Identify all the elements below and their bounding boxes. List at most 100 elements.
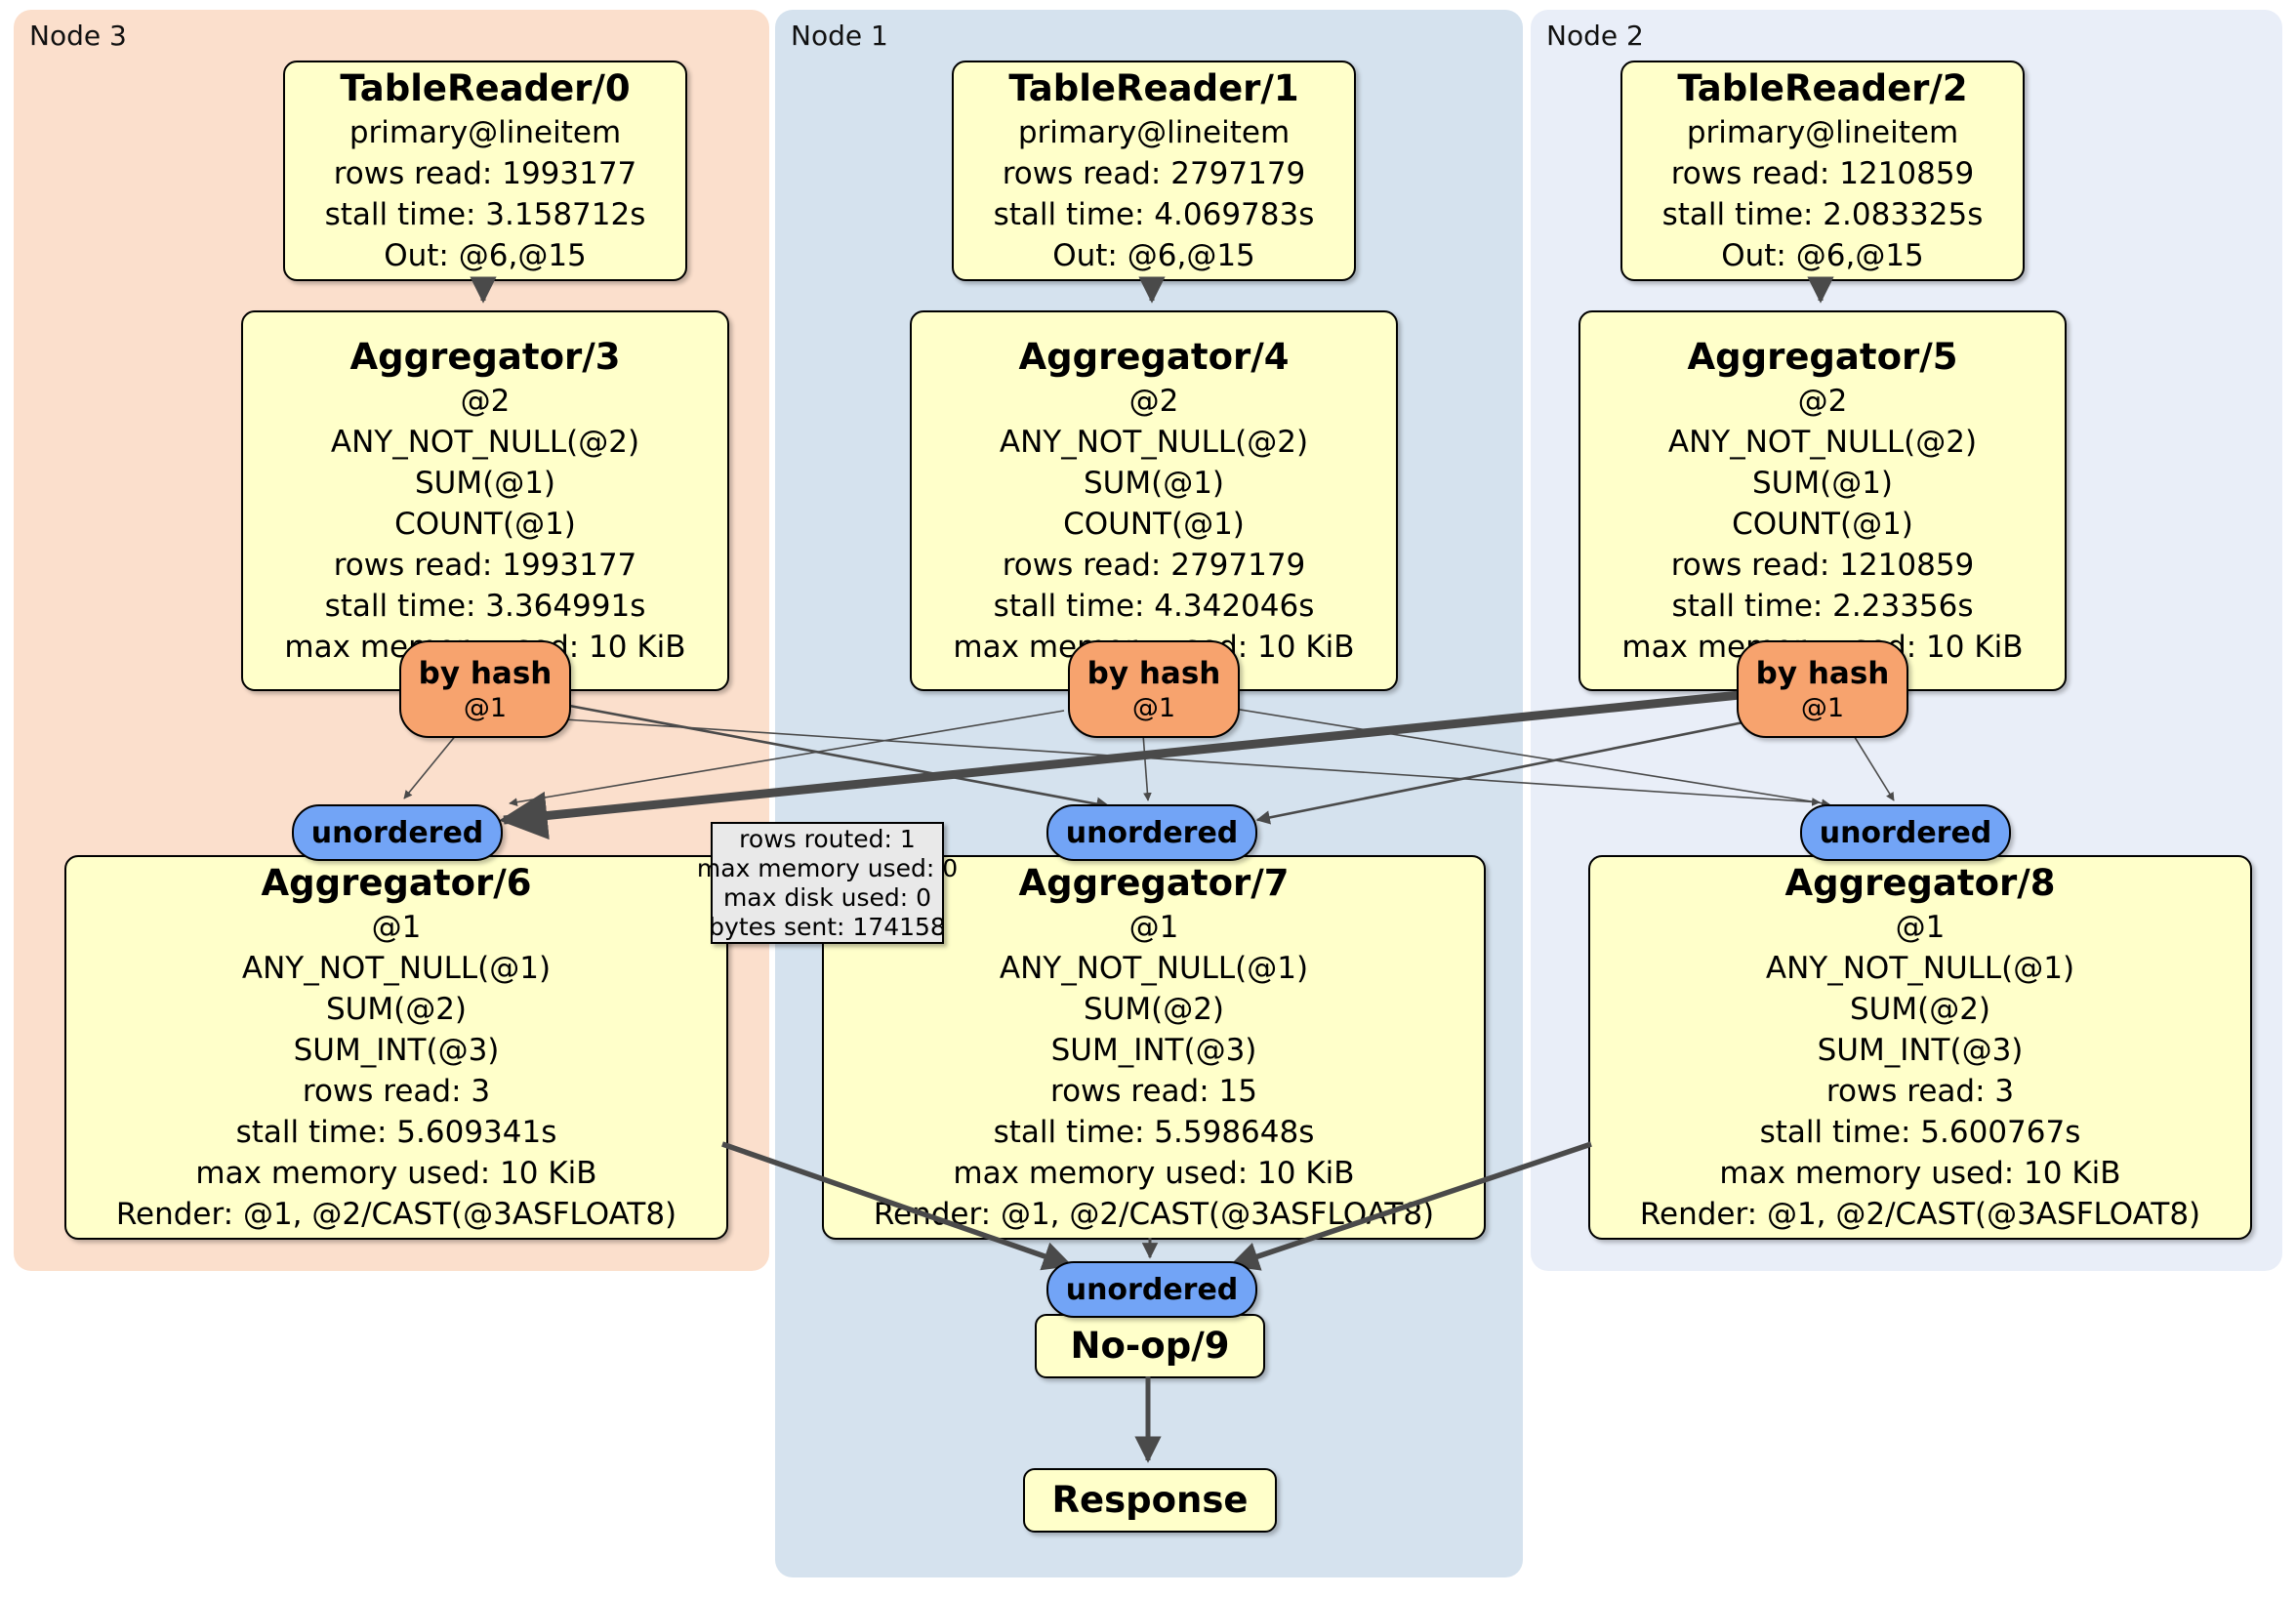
operator-detail: SUM(@2)	[1083, 992, 1225, 1027]
operator-detail: rows read: 1993177	[333, 548, 637, 583]
operator-detail: rows read: 3	[1825, 1074, 2015, 1109]
sync-unordered-node3[interactable]: unordered	[292, 804, 503, 861]
operator-detail: Out: @6,@15	[384, 238, 587, 273]
operator-detail: rows read: 2797179	[1002, 548, 1306, 583]
router-by-hash-node2[interactable]: by hash @1	[1737, 640, 1908, 738]
operator-detail: SUM(@2)	[325, 992, 468, 1027]
router-by-hash-node3[interactable]: by hash @1	[399, 640, 571, 738]
sync-label: unordered	[310, 815, 484, 850]
operator-detail: SUM_INT(@3)	[1050, 1033, 1257, 1068]
operator-title: Aggregator/7	[1018, 862, 1290, 904]
sync-label: unordered	[1065, 1272, 1239, 1307]
tooltip-line: rows routed: 1	[739, 824, 916, 853]
operator-response[interactable]: Response	[1023, 1468, 1277, 1533]
region-label: Node 3	[29, 20, 127, 52]
router-label: by hash	[1086, 656, 1221, 691]
router-detail: @1	[1800, 693, 1845, 723]
operator-detail: rows read: 3	[302, 1074, 491, 1109]
tooltip-line: bytes sent: 174158	[709, 912, 946, 941]
operator-detail: Render: @1, @2/CAST(@3ASFLOAT8)	[1639, 1197, 2201, 1232]
operator-detail: @1	[371, 910, 422, 945]
operator-detail: @1	[1128, 910, 1179, 945]
operator-detail: ANY_NOT_NULL(@1)	[999, 951, 1309, 986]
operator-title: Aggregator/5	[1687, 336, 1958, 378]
operator-detail: @1	[1895, 910, 1946, 945]
sync-unordered-node1[interactable]: unordered	[1046, 804, 1257, 861]
operator-title: TableReader/0	[340, 67, 631, 109]
sync-unordered-final[interactable]: unordered	[1046, 1261, 1257, 1318]
operator-detail: max memory used: 10 KiB	[1719, 1156, 2121, 1191]
operator-detail: Render: @1, @2/CAST(@3ASFLOAT8)	[115, 1197, 677, 1232]
operator-detail: SUM(@1)	[1083, 466, 1225, 501]
operator-detail: Out: @6,@15	[1721, 238, 1924, 273]
operator-detail: primary@lineitem	[348, 115, 622, 150]
operator-title: TableReader/1	[1008, 67, 1299, 109]
operator-aggregator-6[interactable]: Aggregator/6 @1 ANY_NOT_NULL(@1) SUM(@2)…	[64, 855, 728, 1240]
operator-detail: primary@lineitem	[1017, 115, 1291, 150]
router-label: by hash	[418, 656, 553, 691]
operator-detail: max memory used: 10 KiB	[953, 1156, 1355, 1191]
operator-detail: SUM_INT(@3)	[1817, 1033, 2024, 1068]
operator-aggregator-3[interactable]: Aggregator/3 @2 ANY_NOT_NULL(@2) SUM(@1)…	[241, 310, 729, 691]
operator-detail: stall time: 2.23356s	[1671, 589, 1974, 624]
operator-detail: SUM_INT(@3)	[293, 1033, 500, 1068]
operator-aggregator-5[interactable]: Aggregator/5 @2 ANY_NOT_NULL(@2) SUM(@1)…	[1578, 310, 2067, 691]
operator-detail: @2	[460, 384, 511, 419]
operator-aggregator-4[interactable]: Aggregator/4 @2 ANY_NOT_NULL(@2) SUM(@1)…	[910, 310, 1398, 691]
operator-detail: rows read: 1993177	[333, 156, 637, 191]
operator-title: Aggregator/8	[1784, 862, 2056, 904]
operator-detail: ANY_NOT_NULL(@1)	[1765, 951, 2075, 986]
operator-detail: COUNT(@1)	[1732, 507, 1913, 542]
operator-detail: ANY_NOT_NULL(@1)	[241, 951, 552, 986]
operator-detail: stall time: 4.069783s	[993, 197, 1315, 232]
stream-stats-tooltip: rows routed: 1 max memory used: 0 max di…	[697, 822, 958, 944]
router-detail: @1	[463, 693, 508, 723]
operator-title: No-op/9	[1070, 1325, 1230, 1367]
operator-aggregator-8[interactable]: Aggregator/8 @1 ANY_NOT_NULL(@1) SUM(@2)…	[1588, 855, 2252, 1240]
operator-tablereader-0[interactable]: TableReader/0 primary@lineitem rows read…	[283, 61, 687, 281]
operator-detail: ANY_NOT_NULL(@2)	[1667, 425, 1978, 460]
operator-detail: stall time: 5.609341s	[235, 1115, 557, 1150]
operator-title: TableReader/2	[1677, 67, 1968, 109]
operator-detail: COUNT(@1)	[1063, 507, 1245, 542]
operator-detail: max memory used: 10 KiB	[195, 1156, 597, 1191]
operator-detail: @2	[1128, 384, 1179, 419]
sync-label: unordered	[1819, 815, 1992, 850]
operator-tablereader-1[interactable]: TableReader/1 primary@lineitem rows read…	[952, 61, 1356, 281]
operator-detail: stall time: 5.598648s	[993, 1115, 1315, 1150]
region-label: Node 2	[1546, 20, 1644, 52]
operator-detail: rows read: 1210859	[1670, 548, 1975, 583]
sync-unordered-node2[interactable]: unordered	[1800, 804, 2011, 861]
operator-noop-9[interactable]: No-op/9	[1035, 1314, 1265, 1378]
operator-detail: Render: @1, @2/CAST(@3ASFLOAT8)	[873, 1197, 1435, 1232]
operator-detail: rows read: 2797179	[1002, 156, 1306, 191]
operator-detail: ANY_NOT_NULL(@2)	[999, 425, 1309, 460]
operator-tablereader-2[interactable]: TableReader/2 primary@lineitem rows read…	[1620, 61, 2025, 281]
operator-detail: COUNT(@1)	[394, 507, 576, 542]
tooltip-line: max memory used: 0	[696, 853, 959, 882]
operator-detail: SUM(@1)	[414, 466, 556, 501]
operator-detail: SUM(@2)	[1849, 992, 1991, 1027]
operator-detail: @2	[1797, 384, 1848, 419]
operator-detail: rows read: 1210859	[1670, 156, 1975, 191]
operator-detail: stall time: 3.158712s	[324, 197, 646, 232]
router-by-hash-node1[interactable]: by hash @1	[1068, 640, 1240, 738]
operator-detail: SUM(@1)	[1751, 466, 1894, 501]
operator-title: Aggregator/6	[261, 862, 532, 904]
operator-detail: stall time: 4.342046s	[993, 589, 1315, 624]
operator-detail: stall time: 5.600767s	[1759, 1115, 2081, 1150]
tooltip-line: max disk used: 0	[722, 882, 932, 912]
operator-title: Response	[1051, 1479, 1249, 1521]
operator-title: Aggregator/3	[349, 336, 621, 378]
operator-detail: primary@lineitem	[1686, 115, 1959, 150]
router-detail: @1	[1131, 693, 1176, 723]
operator-detail: Out: @6,@15	[1052, 238, 1255, 273]
region-label: Node 1	[791, 20, 888, 52]
operator-detail: stall time: 2.083325s	[1661, 197, 1984, 232]
operator-detail: rows read: 15	[1050, 1074, 1257, 1109]
operator-detail: ANY_NOT_NULL(@2)	[330, 425, 640, 460]
router-label: by hash	[1755, 656, 1890, 691]
operator-detail: stall time: 3.364991s	[324, 589, 646, 624]
operator-title: Aggregator/4	[1018, 336, 1290, 378]
